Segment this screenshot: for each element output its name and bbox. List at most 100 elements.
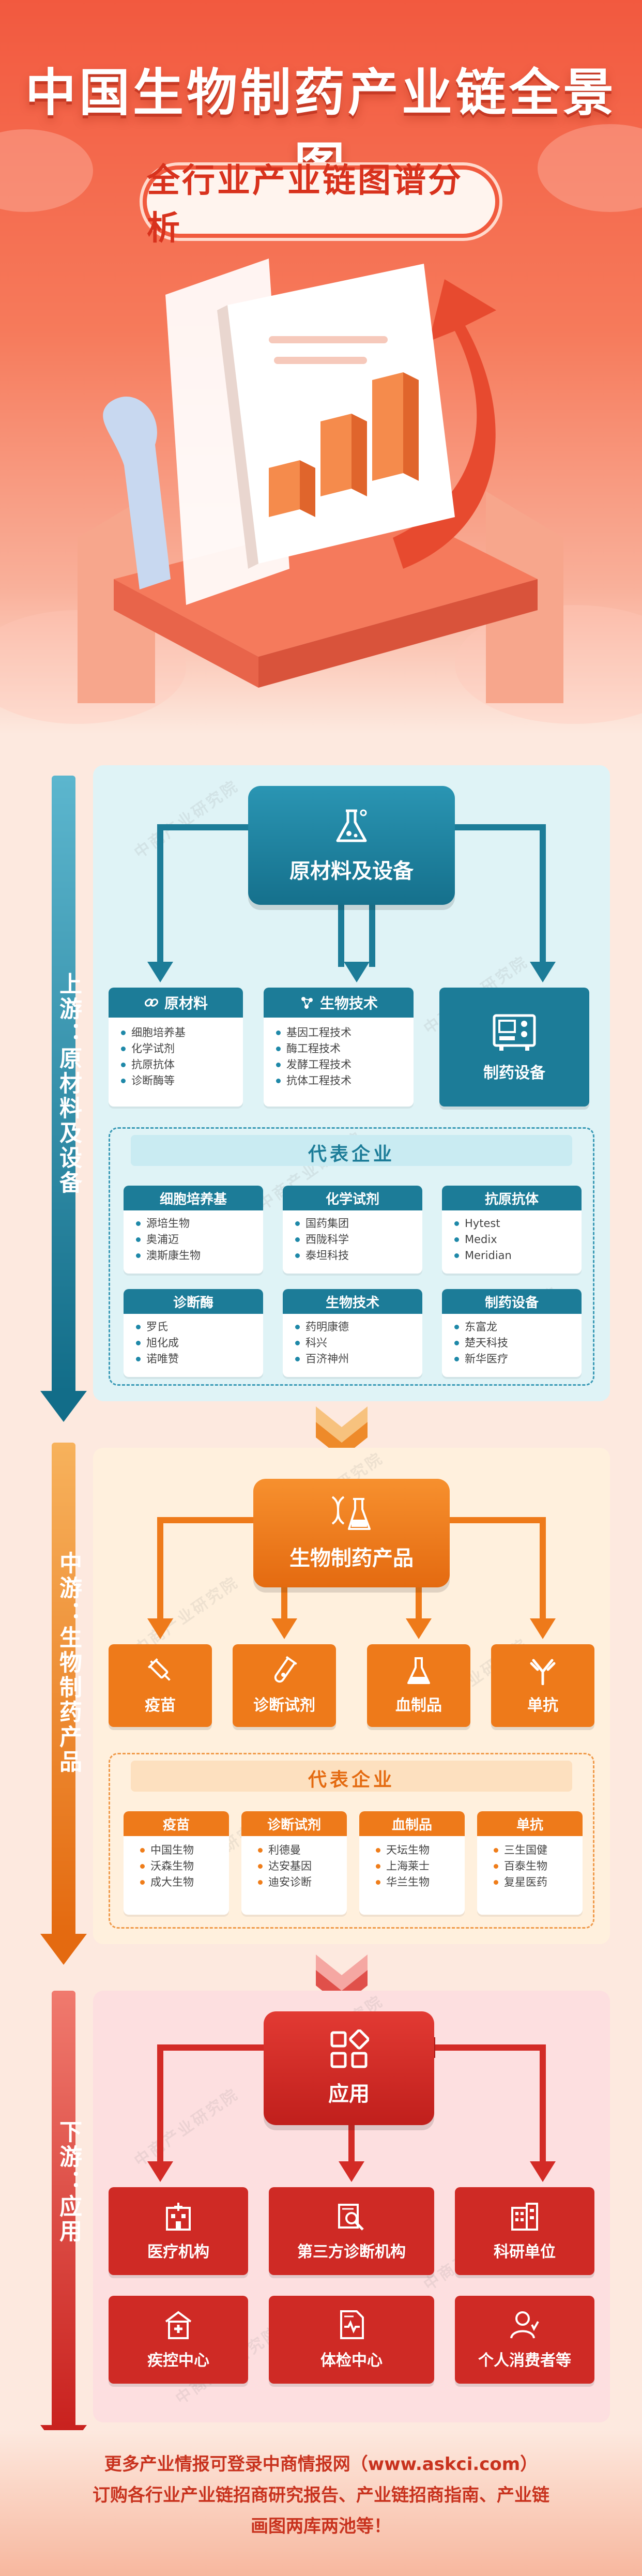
beaker-icon [407,1657,430,1684]
midstream-stage-arrow [40,1443,87,1965]
antibody-icon [530,1659,556,1685]
downstream-stage-label: 下游：应用 [55,2120,82,2244]
product-label: 血制品 [395,1696,442,1715]
application-tile-medical-institutions: 医疗机构 [109,2187,248,2275]
company-card: 诊断酶 罗氏旭化成诺唯赞 [124,1289,263,1377]
company-name: Hytest [454,1216,582,1232]
company-name: 泰坦科技 [295,1248,422,1264]
flask-icon [336,809,367,842]
machine-icon [493,1014,536,1051]
application-label: 医疗机构 [147,2243,209,2261]
company-name: 东富龙 [454,1319,582,1335]
application-tile-third-party-diagnostics: 第三方诊断机构 [269,2187,434,2275]
company-card: 诊断试剂 利德曼达安基因迪安诊断 [241,1811,347,1915]
company-card-title: 生物技术 [283,1289,422,1314]
company-name: 新华医疗 [454,1351,582,1367]
company-card: 制药设备 东富龙楚天科技新华医疗 [442,1289,582,1377]
person-icon [510,2311,539,2339]
upstream-stage-label: 上游：原材料及设备 [55,972,82,1195]
midstream-rep-companies: 代表企业 疫苗 中国生物沃森生物成大生物 诊断试剂 利德曼达安基因迪安诊断 血制… [109,1753,594,1929]
footer: 更多产业情报可登录中商情报网（www.askci.com） 订购各行业产业链招商… [0,2430,642,2576]
report-icon [340,2310,364,2339]
list-item: 细胞培养基 [121,1025,243,1041]
company-name: 楚天科技 [454,1335,582,1351]
company-name: 百济神州 [295,1351,422,1367]
company-name: 诺唯赞 [136,1351,263,1367]
application-tile-cdc: 疾控中心 [109,2296,248,2384]
application-label: 科研单位 [494,2243,556,2261]
application-tile-individual-consumers: 个人消费者等 [455,2296,594,2384]
category-tile-equipment: 制药设备 [439,988,589,1107]
product-tile-diagnostic-reagent: 诊断试剂 [233,1644,336,1727]
company-name: 成大生物 [140,1874,229,1890]
link-icon [144,998,159,1007]
subtitle-badge: 全行业产业链图谱分析 [143,162,499,248]
application-tile-physical-exam-center: 体检中心 [269,2296,434,2384]
rep-title: 代表企业 [308,1769,395,1791]
category-title: 生物技术 [319,995,378,1012]
application-tile-research-units: 科研单位 [455,2187,594,2275]
report-chart-illustration [78,259,563,703]
company-name: 澳斯康生物 [136,1248,263,1264]
company-name: 三生国健 [494,1842,583,1858]
company-name: 源培生物 [136,1216,263,1232]
company-name: 复星医药 [494,1874,583,1890]
syringe-icon [147,1658,171,1681]
list-item: 抗原抗体 [121,1057,243,1073]
building-icon [511,2203,538,2231]
company-card-title: 诊断酶 [124,1289,263,1314]
company-name: 沃森生物 [140,1858,229,1874]
company-name: 利德曼 [258,1842,347,1858]
list-item: 酶工程技术 [276,1041,414,1057]
list-item: 基因工程技术 [276,1025,414,1041]
company-name: Meridian [454,1248,582,1264]
company-card: 疫苗 中国生物沃森生物成大生物 [124,1811,229,1915]
product-label: 单抗 [527,1696,558,1715]
molecule-icon [301,997,313,1009]
downstream-hub: 应用 [264,2011,434,2125]
hospital-icon [166,2203,191,2231]
midstream-hub: 生物制药产品 [253,1479,450,1587]
company-card: 单抗 三生国健百泰生物复星医药 [477,1811,583,1915]
category-card-raw-materials: 原材料 细胞培养基 化学试剂 抗原抗体 诊断酶等 [109,988,243,1107]
midstream-panel: 中商产业研究院 中商产业研究院 中商产业研究院 中商产业研究院 生物制药产品 [93,1448,610,1944]
company-name: 达安基因 [258,1858,347,1874]
hero-banner: 中国生物制药产业链全景图 全行业产业链图谱分析 [0,0,642,734]
application-label: 第三方诊断机构 [297,2243,406,2261]
equipment-label: 制药设备 [483,1064,545,1082]
company-card-title: 抗原抗体 [442,1186,582,1210]
footer-line-reports: 订购各行业产业链招商研究报告、产业链招商指南、产业链 [93,2485,549,2506]
company-name: 上海莱士 [376,1858,465,1874]
company-name: 奥浦迈 [136,1232,263,1248]
rep-title: 代表企业 [308,1144,395,1165]
downstream-panel: 中商产业研究院 中商产业研究院 中商产业研究院 中商产业研究院 应用 [93,1991,610,2422]
category-title: 原材料 [164,995,208,1012]
lab-search-icon [338,2204,364,2231]
cdc-icon [165,2311,192,2339]
company-name: 天坛生物 [376,1842,465,1858]
subtitle-text: 全行业产业链图谱分析 [147,162,463,248]
company-name: 华兰生物 [376,1874,465,1890]
midstream-hub-label: 生物制药产品 [289,1547,414,1570]
application-label: 疾控中心 [147,2352,209,2370]
product-label: 疫苗 [145,1696,176,1715]
product-tile-monoclonal-antibody: 单抗 [491,1644,594,1727]
test-tube-icon [274,1656,297,1683]
midstream-stage-label: 中游：生物制药产品 [55,1551,82,1775]
downstream-hub-label: 应用 [328,2082,370,2106]
company-name: 罗氏 [136,1319,263,1335]
company-card-title: 单抗 [477,1811,583,1836]
product-tile-blood-products: 血制品 [367,1644,470,1727]
company-name: 迪安诊断 [258,1874,347,1890]
list-item: 化学试剂 [121,1041,243,1057]
upstream-stage-arrow [40,776,87,1422]
company-card-title: 血制品 [359,1811,465,1836]
product-tile-vaccine: 疫苗 [109,1644,212,1727]
company-card: 生物技术 药明康德科兴百济神州 [283,1289,422,1377]
company-card: 细胞培养基 源培生物奥浦迈澳斯康生物 [124,1186,263,1274]
upstream-rep-companies: 代表企业 细胞培养基 源培生物奥浦迈澳斯康生物 化学试剂 国药集团西陇科学泰坦科… [109,1127,594,1386]
company-name: 西陇科学 [295,1232,422,1248]
company-name: 旭化成 [136,1335,263,1351]
company-card: 血制品 天坛生物上海莱士华兰生物 [359,1811,465,1915]
